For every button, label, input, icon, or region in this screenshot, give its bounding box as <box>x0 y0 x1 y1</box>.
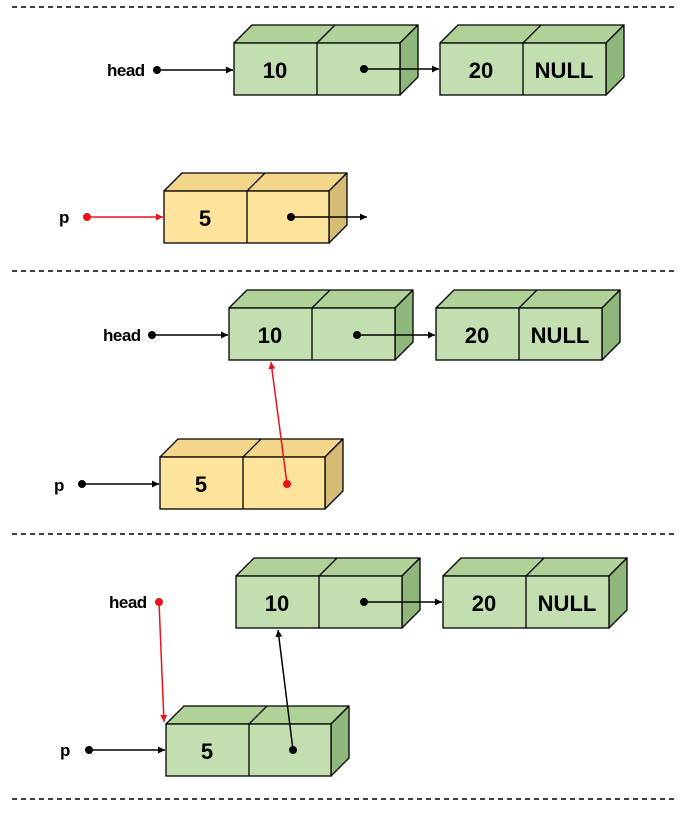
tail-node-next-null: NULL <box>535 58 594 83</box>
tail-node <box>435 289 621 361</box>
new-node <box>165 705 350 777</box>
head-node-value: 10 <box>265 591 289 616</box>
new-node <box>163 172 348 244</box>
head-label: head <box>103 326 141 345</box>
p-label: p <box>54 476 64 495</box>
panel-3: 10 20 NULL 5 head p <box>60 557 628 777</box>
head-node <box>228 289 414 361</box>
p-label: p <box>59 208 69 227</box>
node-top-divider <box>522 24 542 44</box>
new-node-value: 5 <box>195 472 207 497</box>
tail-node-next-null: NULL <box>538 591 597 616</box>
node-top-divider <box>242 438 262 458</box>
head-node <box>233 24 419 96</box>
node-top-divider <box>311 289 331 309</box>
head-node <box>235 557 421 629</box>
node-top-divider <box>248 705 268 725</box>
node-top-divider <box>525 557 545 577</box>
new-node-value: 5 <box>199 206 211 231</box>
new-node-next-arrow <box>268 361 288 485</box>
tail-node <box>442 557 628 629</box>
node-top-divider <box>318 557 338 577</box>
node-top-divider <box>246 172 266 192</box>
head-label: head <box>107 61 145 80</box>
head-node-value: 10 <box>263 58 287 83</box>
node-top-divider <box>518 289 538 309</box>
tail-node <box>439 24 625 96</box>
tail-node-next-null: NULL <box>531 323 590 348</box>
head-pointer-arrow <box>158 601 168 723</box>
p-label: p <box>60 741 70 760</box>
panel-2: 10 20 NULL 5 head p <box>54 289 621 510</box>
new-node <box>159 438 344 510</box>
head-label: head <box>109 593 147 612</box>
new-node-next-arrow <box>275 629 294 751</box>
head-node-value: 10 <box>258 323 282 348</box>
new-node-value: 5 <box>201 739 213 764</box>
panel-1: 10 20 NULL 5 head p <box>59 24 625 244</box>
tail-node-value: 20 <box>465 323 489 348</box>
tail-node-value: 20 <box>469 58 493 83</box>
node-top-divider <box>316 24 336 44</box>
tail-node-value: 20 <box>472 591 496 616</box>
